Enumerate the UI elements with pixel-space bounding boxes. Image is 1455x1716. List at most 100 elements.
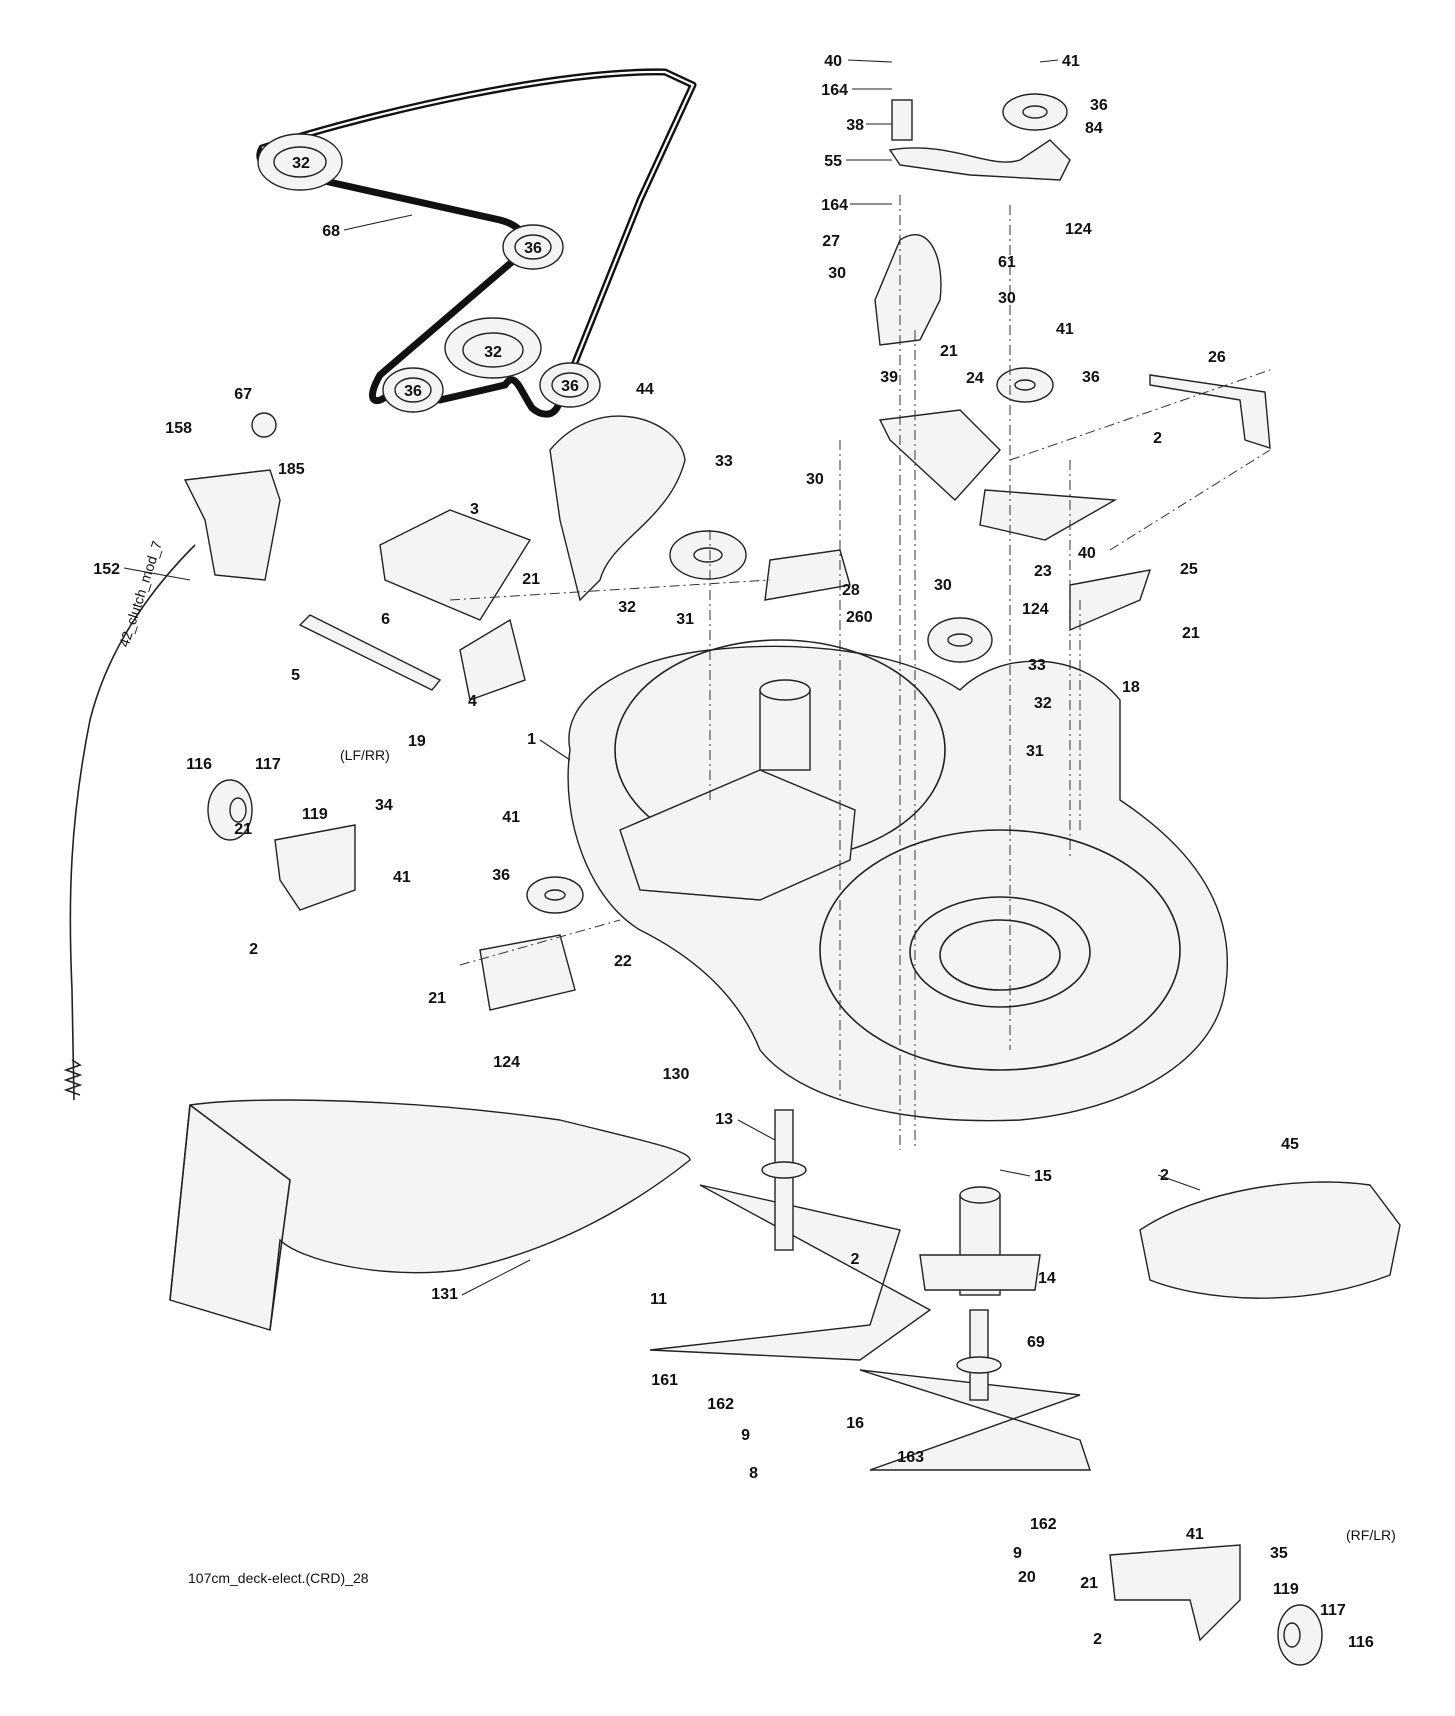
discharge-chute xyxy=(169,1099,691,1331)
callout: 163 xyxy=(897,1449,924,1466)
callout: 11 xyxy=(650,1291,667,1308)
callout: 68 xyxy=(322,223,340,240)
callout: 9 xyxy=(741,1427,750,1444)
callout: 185 xyxy=(278,461,305,478)
callout: 9 xyxy=(1013,1545,1022,1562)
clutch-bracket xyxy=(183,469,281,581)
belt-pulleys xyxy=(257,133,601,413)
callout: 25 xyxy=(1180,561,1198,578)
callout: 21 xyxy=(1182,625,1200,642)
callout: 14 xyxy=(1038,1270,1056,1287)
callout: 39 xyxy=(880,369,898,386)
callout: 124 xyxy=(1022,601,1049,618)
callout: 21 xyxy=(1080,1575,1098,1592)
right-blade-assembly xyxy=(859,1309,1091,1471)
callout: 260 xyxy=(846,609,873,626)
callout: 41 xyxy=(1186,1526,1204,1543)
callout: 117 xyxy=(1320,1602,1346,1619)
callout: 41 xyxy=(393,869,411,886)
callout: 45 xyxy=(1281,1136,1299,1153)
callout: 30 xyxy=(934,577,952,594)
deck-housing xyxy=(567,639,1228,1122)
callout: 2 xyxy=(851,1251,860,1268)
callout: 31 xyxy=(676,611,694,628)
pulley-label: 36 xyxy=(561,378,579,395)
callout: 13 xyxy=(715,1111,733,1128)
callout: 40 xyxy=(824,53,842,70)
leader-lines xyxy=(123,59,1201,1296)
orientation-left: (LF/RR) xyxy=(340,747,390,763)
callout: 32 xyxy=(618,599,636,616)
spindle-housing xyxy=(919,1186,1041,1296)
callout: 23 xyxy=(1034,563,1052,580)
pulley-label: 36 xyxy=(524,240,542,257)
callout: 30 xyxy=(998,290,1016,307)
callout: 116 xyxy=(1348,1634,1374,1651)
callout: 26 xyxy=(1208,349,1226,366)
clutch-cable xyxy=(63,412,277,1101)
callout: 16 xyxy=(846,1415,864,1432)
belt-pulley-labels: 32 36 32 36 36 xyxy=(292,155,579,400)
callout: 24 xyxy=(966,370,984,387)
callout: 124 xyxy=(1065,221,1092,238)
callout: 5 xyxy=(291,667,300,684)
callout: 119 xyxy=(1273,1581,1299,1598)
callout: 2 xyxy=(1160,1167,1169,1184)
callout: 36 xyxy=(1082,369,1100,386)
callout: 21 xyxy=(940,343,958,360)
callout: 36 xyxy=(1090,97,1108,114)
callout: 69 xyxy=(1027,1334,1045,1351)
callout: 8 xyxy=(749,1465,758,1482)
callout: 21 xyxy=(428,990,446,1007)
pulley-label: 32 xyxy=(292,155,310,172)
callout: 162 xyxy=(707,1396,734,1413)
callout: 158 xyxy=(165,420,192,437)
callout: 30 xyxy=(828,265,846,282)
pulley-label: 36 xyxy=(404,383,422,400)
callout: 61 xyxy=(998,254,1016,271)
callout: 27 xyxy=(822,233,840,250)
callout: 28 xyxy=(842,582,860,599)
pulley-label: 32 xyxy=(484,344,502,361)
callout: 162 xyxy=(1030,1516,1057,1533)
callout: 36 xyxy=(492,867,510,884)
callout: 35 xyxy=(1270,1545,1288,1562)
idler-arm-assembly xyxy=(874,93,1271,663)
callout: 3 xyxy=(470,501,479,518)
part-callouts: 40 164 38 55 164 41 36 84 124 27 61 30 3… xyxy=(93,53,1374,1651)
callout: 18 xyxy=(1122,679,1140,696)
callout: 41 xyxy=(1056,321,1074,338)
callout: 19 xyxy=(408,733,426,750)
callout: 15 xyxy=(1034,1168,1052,1185)
callout: 41 xyxy=(1062,53,1080,70)
callout: 124 xyxy=(493,1054,520,1071)
callout: 130 xyxy=(663,1066,690,1083)
callout: 2 xyxy=(1093,1631,1102,1648)
cable-marking: 42_clutch_mod_7 xyxy=(116,539,165,649)
callout: 131 xyxy=(431,1286,458,1303)
callout: 32 xyxy=(1034,695,1052,712)
left-blade-assembly xyxy=(649,1109,932,1361)
callout: 116 xyxy=(186,756,212,773)
callout: 33 xyxy=(1028,657,1046,674)
callout: 2 xyxy=(249,941,258,958)
callout: 33 xyxy=(715,453,733,470)
callout: 164 xyxy=(821,197,848,214)
belt-guard-and-mounts xyxy=(298,415,851,1011)
callout: 44 xyxy=(636,381,654,398)
callout: 119 xyxy=(302,806,328,823)
callout: 21 xyxy=(234,821,252,838)
callout: 84 xyxy=(1085,120,1103,137)
callout: 152 xyxy=(93,561,120,578)
cable-knob xyxy=(251,412,277,438)
callout: 21 xyxy=(522,571,540,588)
callout: 6 xyxy=(381,611,390,628)
callout: 31 xyxy=(1026,743,1044,760)
callout: 41 xyxy=(502,809,520,826)
callout: 40 xyxy=(1078,545,1096,562)
callout: 22 xyxy=(614,953,632,970)
orientation-right: (RF/LR) xyxy=(1346,1527,1396,1543)
left-gauge-wheel xyxy=(207,779,356,911)
callout: 55 xyxy=(824,153,842,170)
